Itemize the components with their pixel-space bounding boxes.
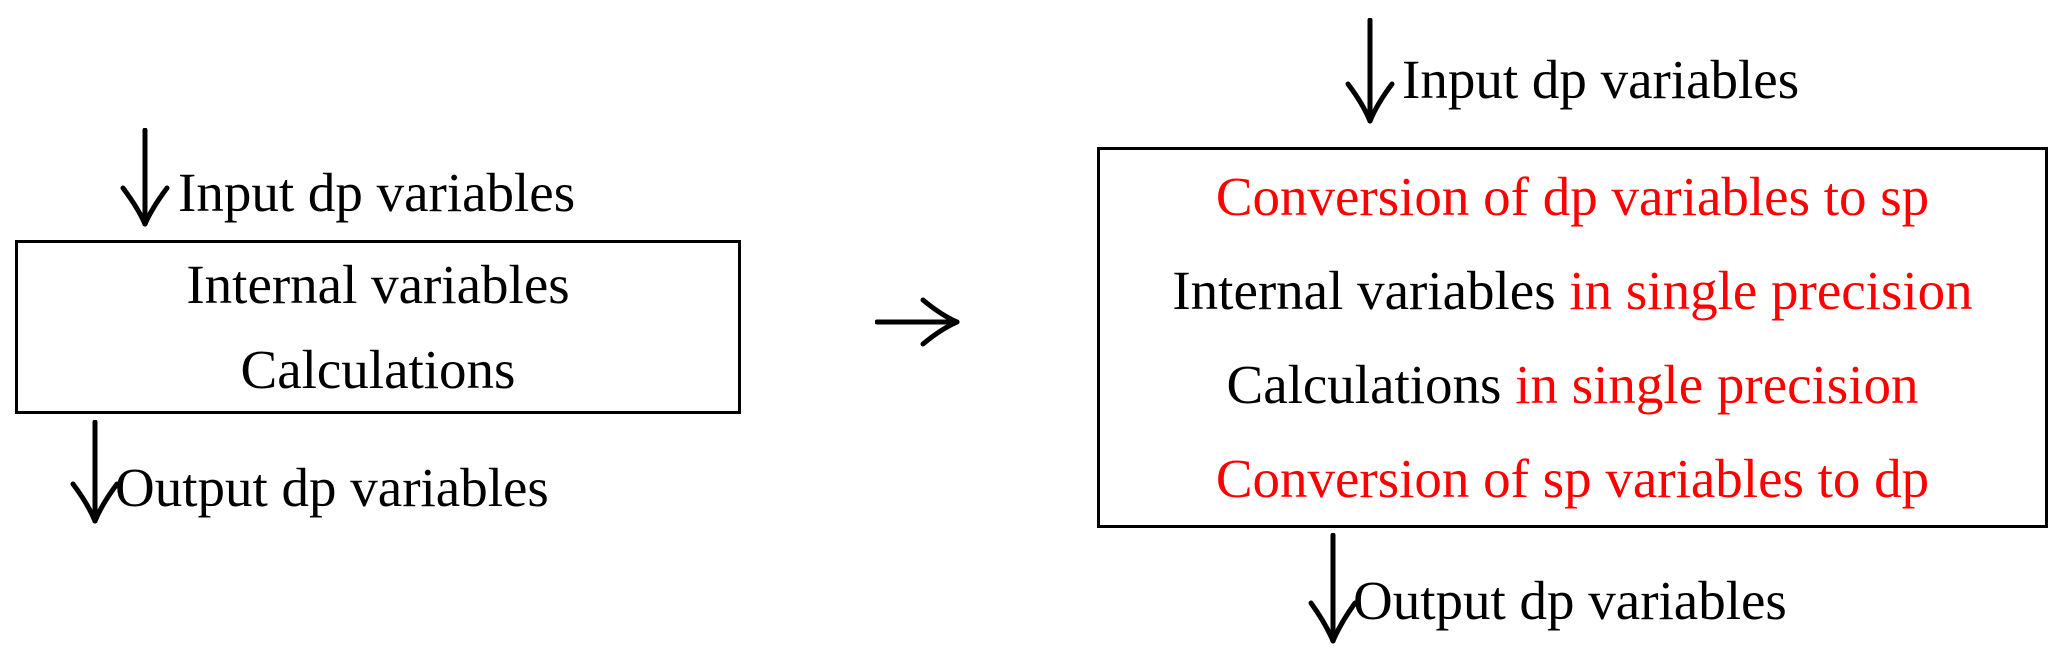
right-input-down-arrow-icon <box>1345 18 1395 124</box>
left-input-down-arrow-icon <box>120 128 170 227</box>
calculations-sp-highlight: in single precision <box>1501 354 1919 415</box>
right-box-line-conversion-dp-to-sp: Conversion of dp variables to sp <box>1215 166 1930 227</box>
left-process-box: Internal variables Calculations <box>15 240 741 414</box>
internal-variables-sp-highlight: in single precision <box>1555 260 1973 321</box>
left-box-line-calculations: Calculations <box>240 339 516 400</box>
internal-variables-text: Internal variables <box>1172 260 1556 321</box>
calculations-text: Calculations <box>1226 354 1502 415</box>
right-box-line-conversion-sp-to-dp: Conversion of sp variables to dp <box>1215 448 1930 509</box>
right-process-box: Conversion of dp variables to sp Interna… <box>1097 147 2048 528</box>
left-output-down-arrow-icon <box>70 420 120 524</box>
right-arrow-icon <box>875 297 960 347</box>
right-output-label: Output dp variables <box>1353 570 1787 631</box>
right-box-line-internal-variables: Internal variables in single precision <box>1100 263 2045 318</box>
right-box-line-calculations: Calculations in single precision <box>1100 357 2045 412</box>
right-output-down-arrow-icon <box>1308 533 1358 644</box>
left-input-label: Input dp variables <box>178 162 576 223</box>
left-output-label: Output dp variables <box>115 457 549 518</box>
right-input-label: Input dp variables <box>1402 49 1800 110</box>
left-box-line-internal-variables: Internal variables <box>186 254 570 315</box>
